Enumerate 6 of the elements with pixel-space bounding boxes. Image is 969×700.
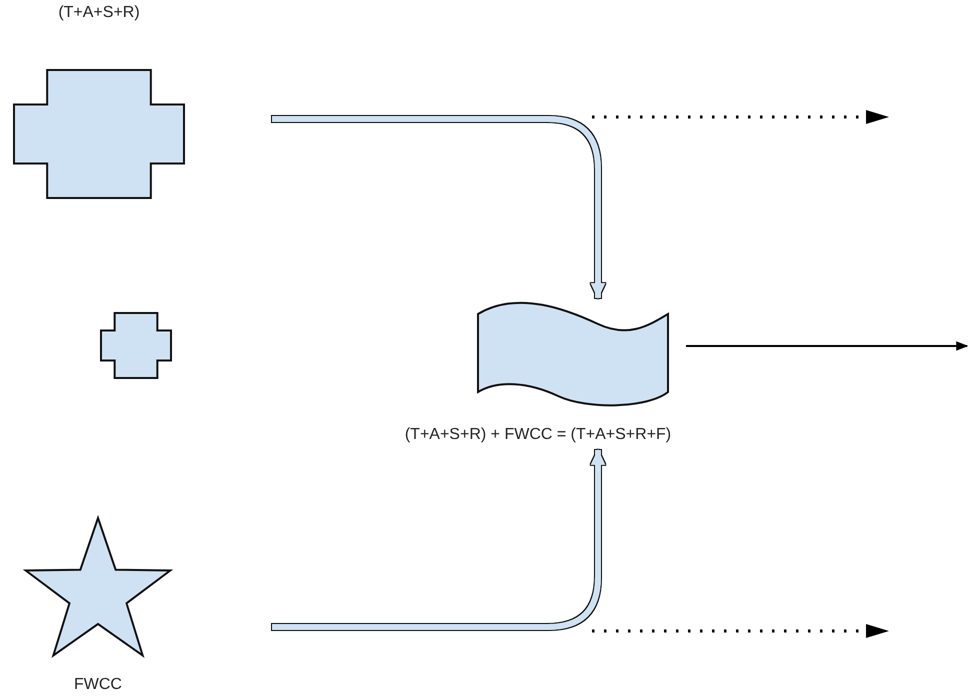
shape-label: FWCC (73, 676, 123, 694)
formula-label: (T+A+S+R) + FWCC = (T+A+S+R+F) (404, 426, 672, 444)
hollow-arrow (272, 116, 606, 299)
shape-label: (T+A+S+R) (57, 4, 141, 22)
arrow (686, 341, 968, 351)
hollow-arrow (272, 449, 606, 630)
